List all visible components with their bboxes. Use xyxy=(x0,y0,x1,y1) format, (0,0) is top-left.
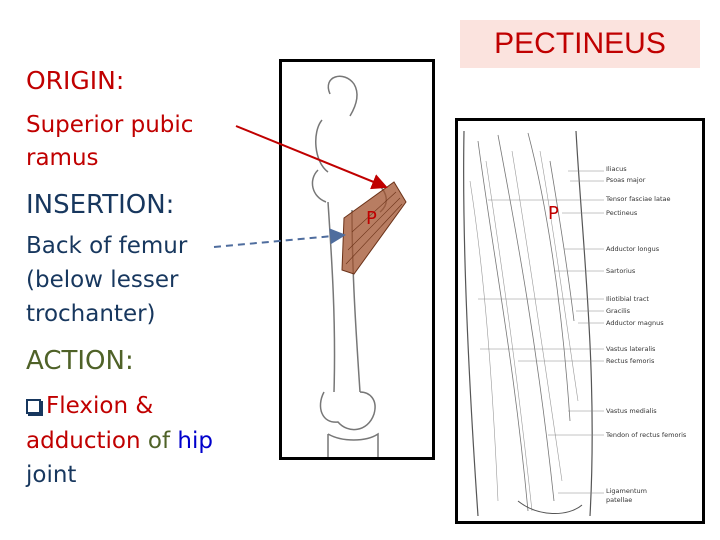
tibia-top xyxy=(327,432,379,457)
origin-arrow xyxy=(235,125,388,190)
insertion-line-2: (below lesser xyxy=(26,267,179,293)
label-adductor-longus: Adductor longus xyxy=(606,245,660,253)
femur-drawing xyxy=(311,75,407,457)
femoral-head xyxy=(327,75,358,117)
slide-title-text: PECTINEUS xyxy=(494,27,666,60)
left-muscle-marker: P xyxy=(366,208,377,229)
action-word-hip: hip xyxy=(177,428,213,454)
origin-line-2: ramus xyxy=(26,145,99,171)
label-tendon-rectus-femoris: Tendon of rectus femoris xyxy=(606,431,687,439)
action-line-1-text: Flexion & xyxy=(46,393,154,419)
label-ligamentum: Ligamentum xyxy=(606,487,647,495)
label-patellae: patellae xyxy=(606,496,633,504)
label-vastus-medialis: Vastus medialis xyxy=(606,407,657,415)
insertion-line-3: trochanter) xyxy=(26,301,156,327)
femur-illustration-frame: P xyxy=(279,59,435,460)
right-muscle-marker: P xyxy=(548,203,559,224)
thigh-muscles-drawing xyxy=(463,130,604,517)
thigh-outline-medial xyxy=(575,130,593,517)
femur-neck xyxy=(315,119,329,173)
action-heading: ACTION: xyxy=(26,346,134,376)
action-word-of: of xyxy=(147,428,171,454)
label-tensor-fasciae-latae: Tensor fasciae latae xyxy=(606,195,671,203)
action-word-adduction: adduction xyxy=(26,428,141,454)
label-gracilis: Gracilis xyxy=(606,307,631,315)
origin-line-1: Superior pubic xyxy=(26,112,194,138)
thigh-illustration-frame: P Iliacus Psoas major Tensor fasciae lat… xyxy=(455,118,705,524)
femur-condyles xyxy=(319,391,376,431)
origin-heading: ORIGIN: xyxy=(26,66,125,95)
checkbox-bullet-icon xyxy=(26,399,41,414)
femur-shaft-left xyxy=(327,201,336,393)
slide-title: PECTINEUS xyxy=(460,20,700,68)
action-line-2: adduction of hip xyxy=(26,428,213,454)
action-line-1: Flexion & xyxy=(26,393,153,419)
label-pectineus: Pectineus xyxy=(606,209,638,217)
label-adductor-magnus: Adductor magnus xyxy=(606,319,664,327)
action-line-3: joint xyxy=(26,462,77,488)
insertion-heading: INSERTION: xyxy=(26,190,175,220)
label-rectus-femoris: Rectus femoris xyxy=(606,357,655,365)
thigh-outline-lateral xyxy=(463,130,479,517)
label-vastus-lateralis: Vastus lateralis xyxy=(606,345,656,353)
greater-trochanter xyxy=(311,169,327,203)
label-iliotibial-tract: Iliotibial tract xyxy=(606,295,649,303)
insertion-line-1: Back of femur xyxy=(26,233,188,259)
insertion-arrow xyxy=(213,228,346,248)
label-psoas-major: Psoas major xyxy=(606,176,646,184)
label-iliacus: Iliacus xyxy=(606,165,627,173)
label-sartorius: Sartorius xyxy=(606,267,636,275)
